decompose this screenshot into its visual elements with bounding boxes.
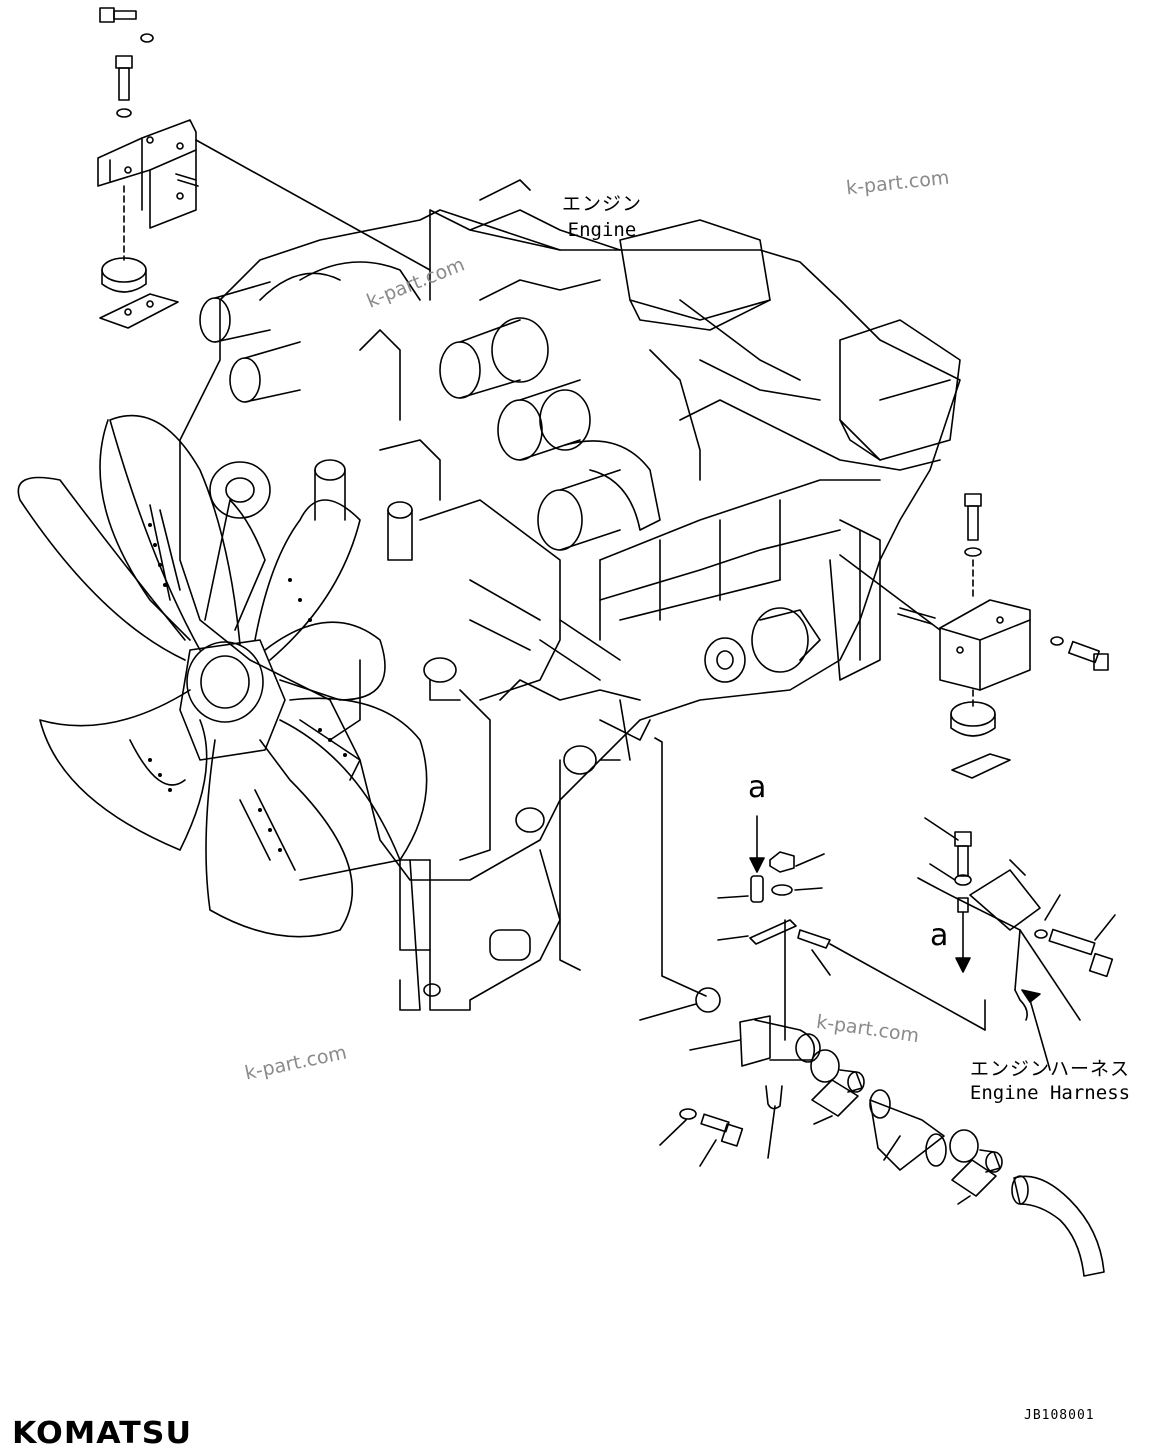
harness-bracket-icon <box>969 869 1041 931</box>
washer-icon <box>1034 929 1048 939</box>
upper-left-mount-icon <box>97 7 431 329</box>
sleeve-icon <box>797 929 831 949</box>
engine-label-en: Engine <box>567 219 637 241</box>
harness-label-jp: エンジンハーネス <box>970 1058 1131 1080</box>
hose-clamp-icon <box>810 1049 865 1093</box>
washer-icon <box>771 884 793 896</box>
washer-icon <box>964 547 982 557</box>
harness-parts-icon <box>717 815 1116 1071</box>
mount-plate-icon <box>99 293 179 329</box>
u-bolt-icon <box>765 1085 783 1110</box>
o-ring-icon <box>695 987 721 1013</box>
engine-mount-bracket-icon <box>97 119 197 229</box>
harness-label-en: Engine Harness <box>969 1082 1131 1104</box>
washer-icon <box>679 1108 697 1120</box>
mount-plate-icon <box>951 753 1011 779</box>
nut-icon <box>769 851 795 873</box>
right-mount-icon <box>839 493 1109 779</box>
engine-label-jp: エンジン <box>561 193 642 215</box>
mount-rubber-cushion-icon <box>950 701 996 737</box>
engine-mount-bracket-icon <box>939 599 1031 691</box>
washer-icon <box>116 108 132 118</box>
bolt-icon <box>115 55 133 101</box>
clip-icon <box>749 919 797 945</box>
flange-icon <box>739 1015 771 1067</box>
ref-mark-a: a <box>930 918 949 953</box>
drawing-code: JB108001 <box>1024 1408 1095 1423</box>
washer-icon <box>1050 636 1064 646</box>
intake-pipe-assembly-icon <box>659 1015 1105 1277</box>
bolt-icon <box>1067 640 1109 671</box>
hose-icon <box>1013 1175 1105 1277</box>
leader-arrow-icon <box>1029 999 1051 1071</box>
o-ring-callout-icon <box>639 737 721 1021</box>
hose-clamp-icon <box>949 1129 1003 1173</box>
bolt-icon <box>99 7 137 23</box>
hose-icon <box>869 1089 947 1171</box>
bolt-icon <box>964 493 982 541</box>
engine-illustration-icon <box>179 179 961 1011</box>
mount-rubber-cushion-icon <box>101 257 147 293</box>
fan-blades-icon <box>17 414 428 938</box>
bolt-icon <box>1048 928 1114 978</box>
komatsu-logo: KOMATSU <box>12 1416 193 1451</box>
pin-icon <box>750 875 764 903</box>
washer-icon <box>140 33 154 43</box>
bolt-icon <box>700 1113 744 1147</box>
bolt-icon <box>954 831 972 877</box>
ref-mark-a: a <box>748 770 767 805</box>
